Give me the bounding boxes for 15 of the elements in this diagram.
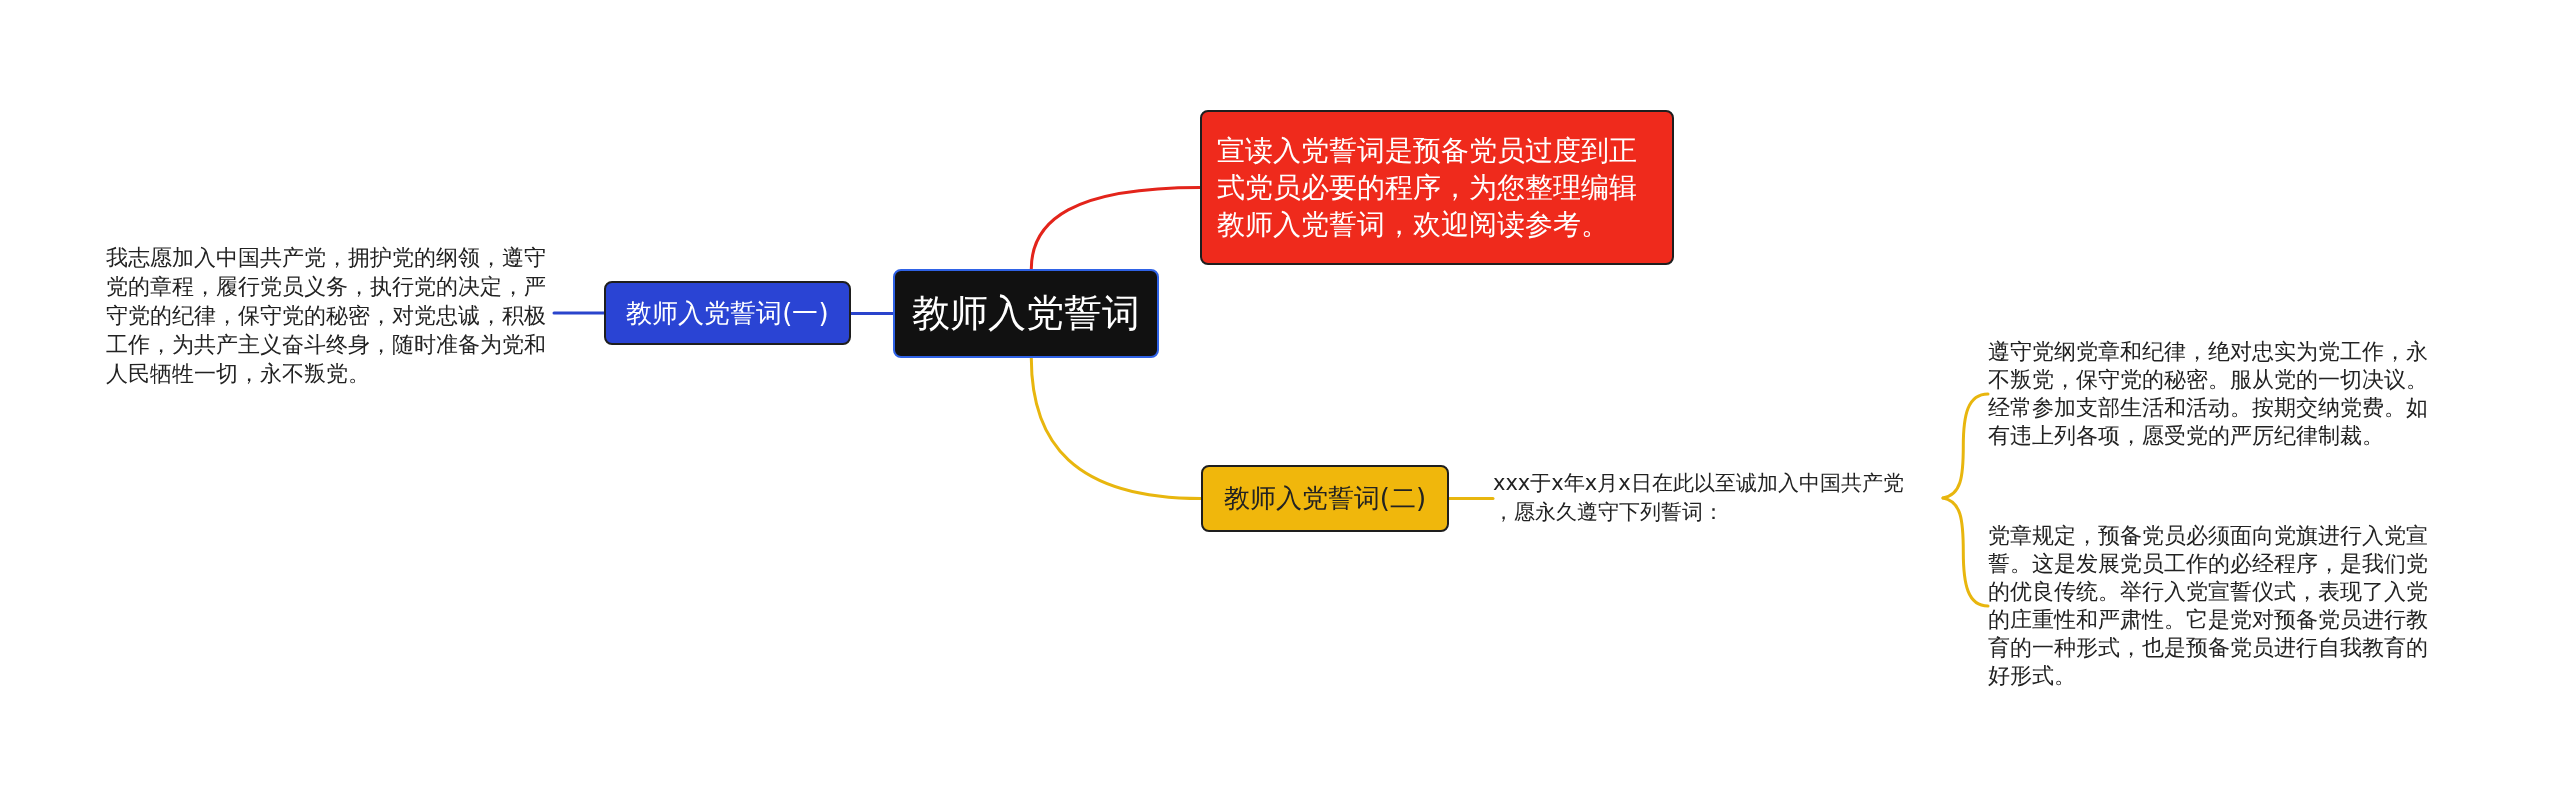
note-text: 党章规定，预备党员必须面向党旗进行入党宣誓。这是发展党员工作的必经程序，是我们党的优良传统。举行入党宣誓仪式，表现了入党的庄重性和严肃性。它是党对预备党员进行教育的一种形式，也是预备党员进行自我教育的好形式。 xyxy=(1988,522,2436,690)
central-topic-box: 教师入党誓词 xyxy=(893,269,1159,358)
topic-box: 教师入党誓词(二) xyxy=(1201,465,1449,532)
note-text: xxx于x年x月x日在此以至诚加入中国共产党，愿永久遵守下列誓词： xyxy=(1493,469,1943,527)
connector-line xyxy=(1029,356,1203,500)
connector-line xyxy=(1447,497,1495,500)
connector-line xyxy=(849,312,895,315)
connector-line xyxy=(552,311,606,315)
brace-line xyxy=(1941,496,1990,608)
note-text: 我志愿加入中国共产党，拥护党的纲领，遵守党的章程，履行党员义务，执行党的决定，严守党的纪律，保守党的秘密，对党忠诚，积极工作，为共产主义奋斗终身，随时准备为党和人民牺牲一切，永不叛党。 xyxy=(106,243,554,388)
topic-box: 教师入党誓词(一) xyxy=(604,281,851,345)
topic-box: 宣读入党誓词是预备党员过度到正式党员必要的程序，为您整理编辑教师入党誓词，欢迎阅读参考。 xyxy=(1200,110,1674,265)
note-text: 遵守党纲党章和纪律，绝对忠实为党工作，永不叛党，保守党的秘密。服从党的一切决议。经常参加支部生活和活动。按期交纳党费。如有违上列各项，愿受党的严厉纪律制裁。 xyxy=(1988,338,2436,450)
connector-line xyxy=(1029,186,1202,271)
brace-line xyxy=(1941,392,1990,500)
